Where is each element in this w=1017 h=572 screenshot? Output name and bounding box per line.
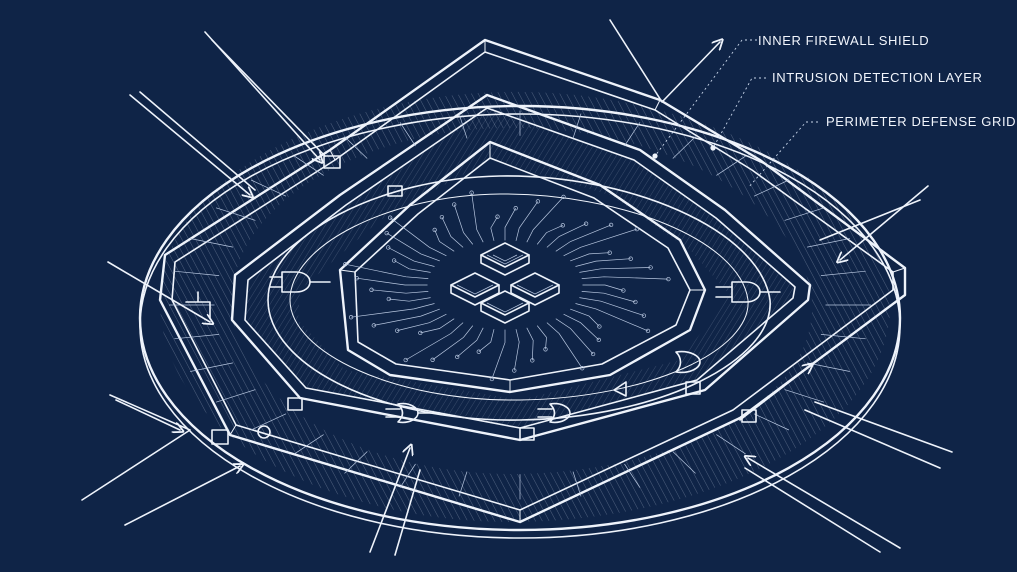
callout-inner-firewall-shield: INNER FIREWALL SHIELD — [758, 33, 929, 48]
incoming-arrows — [81, 19, 953, 556]
inner-firewall-shield — [338, 140, 707, 394]
callout-intrusion-detection-layer: INTRUSION DETECTION LAYER — [772, 70, 983, 85]
intrusion-detection-ring — [230, 93, 812, 442]
callout-perimeter-defense-grid: PERIMETER DEFENSE GRID — [826, 114, 1016, 129]
callout-leaders — [652, 39, 818, 189]
microchip-icon — [450, 242, 560, 324]
logic-gate-icon — [185, 271, 781, 424]
